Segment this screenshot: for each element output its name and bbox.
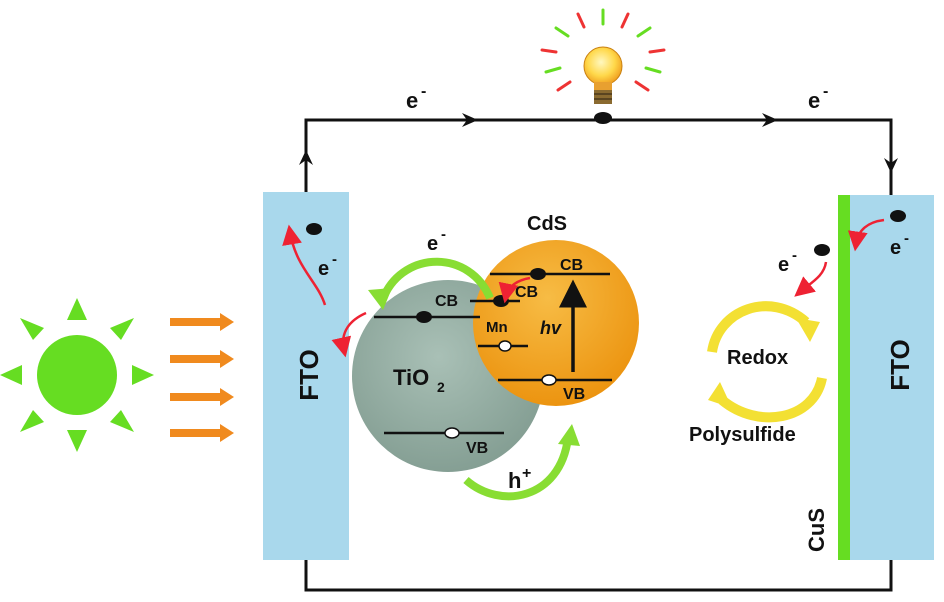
svg-text:CB: CB — [560, 257, 583, 274]
fto-right-label: FTO — [885, 339, 915, 391]
circuit-electron-label-left: e - — [406, 83, 426, 113]
svg-text:VB: VB — [563, 386, 585, 403]
svg-text:e: e — [778, 254, 789, 276]
redox-label: Redox — [727, 347, 788, 369]
circuit-electron-label-right: e - — [808, 83, 828, 113]
sun-icon — [0, 298, 154, 452]
svg-text:hv: hv — [540, 318, 562, 338]
tio2-vb-level: VB — [384, 427, 504, 457]
photoexcitation-arrow: hv — [540, 279, 587, 372]
hole-label: h + — [508, 465, 531, 493]
svg-text:-: - — [441, 226, 446, 243]
wire-arrow-right-2 — [762, 113, 778, 127]
transfer-electron-label: e - — [427, 226, 446, 255]
light-arrow-icon — [170, 313, 234, 331]
svg-text:2: 2 — [437, 379, 445, 395]
electron-transfer-arrowhead — [368, 288, 392, 310]
electron-transfer-arrow — [380, 257, 494, 300]
cus-label: CuS — [804, 508, 829, 552]
light-arrows — [170, 313, 234, 442]
svg-text:-: - — [421, 83, 426, 100]
svg-text:-: - — [792, 247, 797, 264]
polysulfide-label: Polysulfide — [689, 424, 796, 446]
svg-text:TiO: TiO — [393, 365, 429, 390]
svg-text:-: - — [332, 251, 337, 268]
svg-text:-: - — [904, 230, 909, 247]
fto-left-label: FTO — [294, 349, 324, 401]
cds-cb-level: CB — [490, 257, 610, 280]
svg-text:VB: VB — [466, 440, 488, 457]
svg-text:e: e — [427, 233, 438, 255]
svg-text:-: - — [823, 83, 828, 100]
cds-particle — [473, 240, 639, 406]
fto-right-electrode — [848, 195, 934, 560]
light-arrow-icon — [170, 388, 234, 406]
light-arrow-icon — [170, 350, 234, 368]
hole-transfer-arrow — [463, 437, 572, 501]
svg-text:e: e — [318, 258, 329, 280]
cus-electron: e - — [847, 210, 909, 259]
cds-vb-level: VB — [498, 374, 612, 403]
svg-text:CB: CB — [435, 293, 458, 310]
light-bulb-icon — [540, 8, 666, 124]
svg-text:e: e — [890, 237, 901, 259]
svg-text:h: h — [508, 468, 521, 493]
mn-level — [478, 340, 528, 352]
cus-layer — [838, 195, 850, 560]
light-arrow-icon — [170, 424, 234, 442]
svg-text:CB: CB — [515, 284, 538, 301]
wire-arrow-down — [884, 158, 898, 173]
svg-text:e: e — [808, 88, 820, 113]
mn-label: Mn — [486, 319, 508, 336]
hole-transfer-arrowhead — [558, 424, 580, 446]
fto-left-electron: e - — [282, 223, 367, 358]
wire-arrow-up — [299, 150, 313, 165]
redox-cycle — [707, 301, 827, 423]
cds-label: CdS — [527, 213, 567, 235]
svg-text:+: + — [522, 465, 531, 482]
tio2-cb-level: CB — [374, 293, 480, 323]
cds-to-mn-arrow — [498, 276, 531, 304]
electrolyte-electron: e - — [778, 244, 830, 297]
fto-left-electrode — [263, 192, 349, 560]
tio2-label: TiO 2 — [393, 365, 445, 395]
wire-arrow-right-1 — [462, 113, 478, 127]
svg-text:e: e — [406, 88, 418, 113]
